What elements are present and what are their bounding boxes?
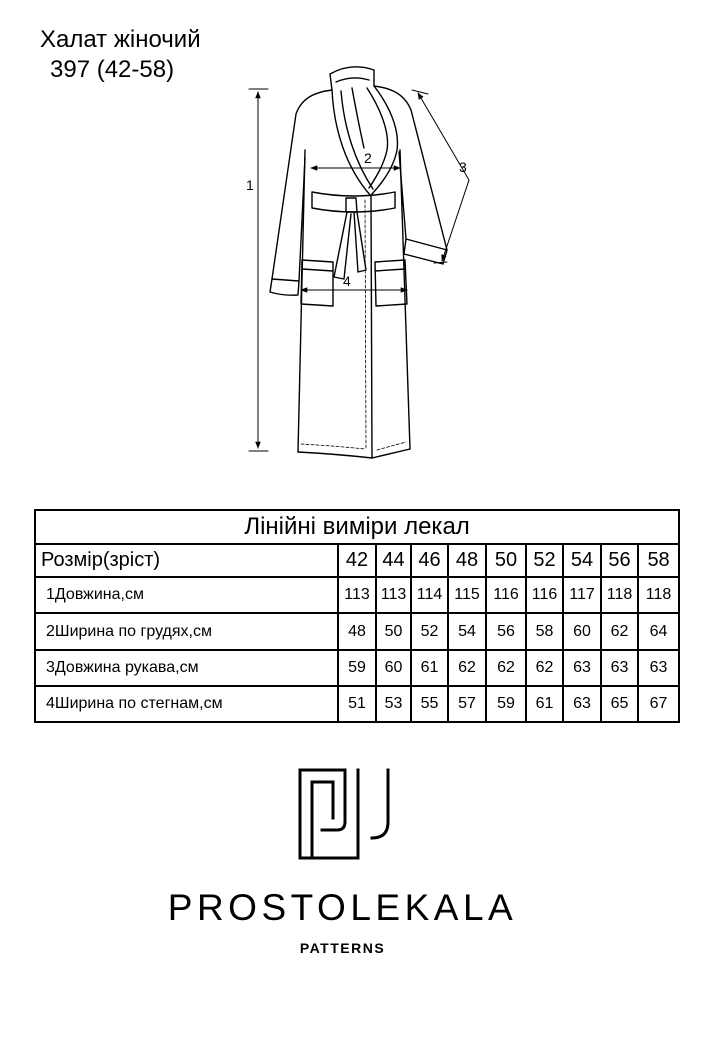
row-label-sleeve: 3Довжина рукава,см xyxy=(34,649,339,687)
table-cell: 63 xyxy=(562,649,602,687)
table-cell: 55 xyxy=(410,685,449,723)
robe-left-lapel xyxy=(331,89,374,197)
size-cell: 44 xyxy=(375,543,412,578)
table-cell: 63 xyxy=(636,649,681,687)
row-label-hips: 4Ширина по стегнам,см xyxy=(34,685,339,723)
table-row-length: 1Довжина,см 113 113 114 115 116 116 117 … xyxy=(34,576,681,614)
table-cell: 114 xyxy=(410,576,449,614)
table-cell: 113 xyxy=(337,576,377,614)
robe-front-edge xyxy=(370,195,373,459)
brand-name: PROSTOLEKALA xyxy=(167,887,518,928)
row-label-chest: 2Ширина по грудях,см xyxy=(34,612,339,651)
model-number: 397 (42-58) xyxy=(50,56,175,83)
robe-collar xyxy=(329,66,375,91)
robe-belt xyxy=(311,191,396,213)
robe-hem xyxy=(297,448,411,459)
size-cell: 54 xyxy=(562,543,602,578)
measure-label-length: 1 xyxy=(246,177,254,193)
size-cell: 50 xyxy=(485,543,527,578)
table-cell: 62 xyxy=(600,612,639,651)
table-cell: 61 xyxy=(525,685,564,723)
measure-line-sleeve xyxy=(417,92,470,262)
size-cell: 58 xyxy=(636,543,681,578)
robe-neckline xyxy=(351,87,365,149)
robe-right-lapel xyxy=(366,85,399,195)
size-cell: 48 xyxy=(447,543,487,578)
table-cell: 62 xyxy=(485,649,527,687)
measure-label-sleeve: 3 xyxy=(459,159,467,175)
table-row-hips: 4Ширина по стегнам,см 51 53 55 57 59 61 … xyxy=(34,685,681,723)
robe-belt-ties xyxy=(333,197,367,280)
table-cell: 57 xyxy=(447,685,487,723)
table-cell: 60 xyxy=(562,612,602,651)
table-cell: 54 xyxy=(447,612,487,651)
logo-letter-p-inner xyxy=(310,780,335,860)
robe-right-cuff xyxy=(403,238,448,265)
robe-body-right-side xyxy=(399,149,411,450)
table-cell: 116 xyxy=(485,576,527,614)
measure-label-chest: 2 xyxy=(364,150,372,166)
table-cell: 65 xyxy=(600,685,639,723)
logo-letter-l xyxy=(298,768,360,860)
row-label-length: 1Довжина,см xyxy=(34,576,339,614)
measurements-table: Лінійні виміри лекал Розмір(зріст) 42 44… xyxy=(33,509,681,723)
table-cell: 51 xyxy=(337,685,377,723)
table-title: Лінійні виміри лекал xyxy=(33,509,681,545)
table-cell: 50 xyxy=(375,612,412,651)
robe-right-pocket xyxy=(374,259,408,307)
robe-left-pocket xyxy=(300,259,334,307)
table-cell: 118 xyxy=(600,576,639,614)
table-cell: 63 xyxy=(562,685,602,723)
table-cell: 62 xyxy=(525,649,564,687)
brand-tagline: PATTERNS xyxy=(299,940,386,956)
table-cell: 52 xyxy=(410,612,449,651)
measure-ticks-sleeve xyxy=(411,89,448,264)
logo-letter-p xyxy=(298,768,347,860)
table-cell: 53 xyxy=(375,685,412,723)
table-cell: 64 xyxy=(636,612,681,651)
measure-label-hips: 4 xyxy=(343,273,351,289)
pl-monogram-icon xyxy=(298,768,390,860)
table-cell: 48 xyxy=(337,612,377,651)
table-cell: 117 xyxy=(562,576,602,614)
size-cell: 46 xyxy=(410,543,449,578)
table-row-sleeve: 3Довжина рукава,см 59 60 61 62 62 62 63 … xyxy=(34,649,681,687)
table-cell: 61 xyxy=(410,649,449,687)
size-label: Розмір(зріст) xyxy=(34,543,339,578)
table-sizes-row: Розмір(зріст) 42 44 46 48 50 52 54 56 58 xyxy=(34,543,681,578)
table-cell: 59 xyxy=(485,685,527,723)
table-cell: 67 xyxy=(636,685,681,723)
table-cell: 58 xyxy=(525,612,564,651)
table-cell: 59 xyxy=(337,649,377,687)
product-title: Халат жіночий xyxy=(40,26,201,53)
robe-technical-drawing: 1 2 3 4 xyxy=(246,66,470,459)
robe-left-cuff xyxy=(269,278,300,296)
table-cell: 62 xyxy=(447,649,487,687)
table-cell: 56 xyxy=(485,612,527,651)
robe-stitching xyxy=(300,199,407,451)
table-cell: 115 xyxy=(447,576,487,614)
table-cell: 113 xyxy=(375,576,412,614)
size-cell: 42 xyxy=(337,543,377,578)
size-cell: 52 xyxy=(525,543,564,578)
size-cell: 56 xyxy=(600,543,639,578)
logo-hook xyxy=(370,768,390,840)
table-cell: 118 xyxy=(636,576,681,614)
table-row-chest: 2Ширина по грудях,см 48 50 52 54 56 58 6… xyxy=(34,612,681,651)
table-cell: 63 xyxy=(600,649,639,687)
table-cell: 60 xyxy=(375,649,412,687)
table-title-row: Лінійні виміри лекал xyxy=(33,509,681,545)
table-cell: 116 xyxy=(525,576,564,614)
measure-ticks-length xyxy=(248,88,269,452)
